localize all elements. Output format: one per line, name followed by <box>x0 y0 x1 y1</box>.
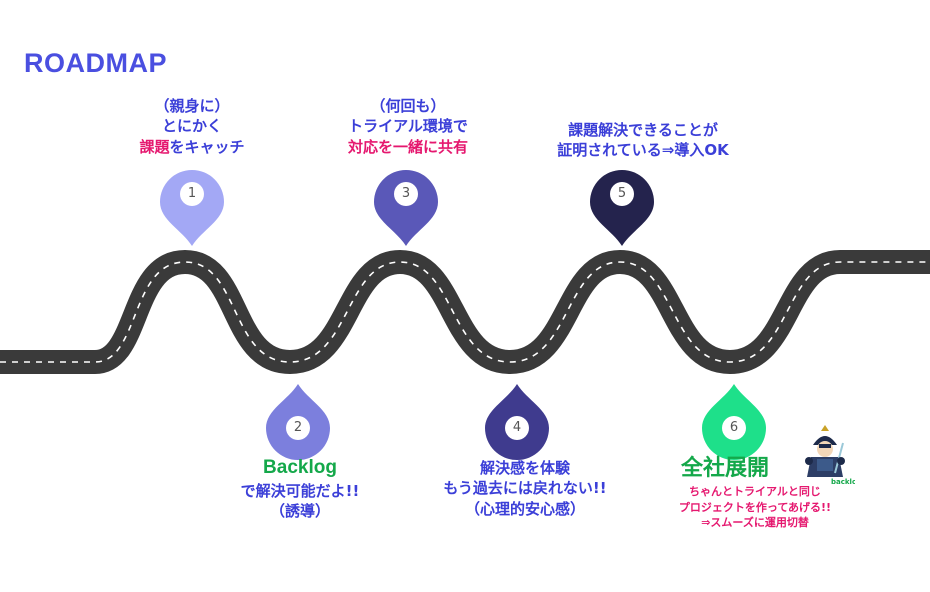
step-1-text: （親身に） とにかく 課題をキャッチ <box>139 97 245 156</box>
step-5-text: 課題解決できることが 証明されている⇒導入OK <box>557 121 729 160</box>
step-2-text: Backlog で解決可能だよ!! （誘導） <box>200 455 400 521</box>
milestone-number: 4 <box>505 416 529 440</box>
company-wide-title: 全社展開 <box>680 456 769 481</box>
milestone-number: 3 <box>394 182 418 206</box>
milestone-number: 1 <box>180 182 204 206</box>
step-6-text: 全社展開 ちゃんとトライアルと同じ プロジェクトを作ってあげる!! ⇒スムーズに… <box>645 455 865 531</box>
milestone-pin-3: 3 <box>366 170 446 250</box>
milestone-number: 5 <box>610 182 634 206</box>
step-4-text: 解決感を体験 もう過去には戻れない!! （心理的安心感） <box>443 459 607 518</box>
backlog-mascot-image: backlog <box>795 425 862 486</box>
milestone-pin-4: 4 <box>477 380 557 460</box>
backlog-title: Backlog <box>263 457 337 478</box>
milestone-number: 6 <box>722 416 746 440</box>
milestone-pin-5: 5 <box>582 170 662 250</box>
milestone-pin-6: 6 <box>694 380 774 460</box>
page-title: ROADMAP <box>24 48 167 78</box>
step-3-text: （何回も） トライアル環境で 対応を一緒に共有 <box>347 97 468 156</box>
milestone-pin-2: 2 <box>258 380 338 460</box>
milestone-number: 2 <box>286 416 310 440</box>
milestone-pin-1: 1 <box>152 170 232 250</box>
svg-text:backlog: backlog <box>831 478 855 485</box>
